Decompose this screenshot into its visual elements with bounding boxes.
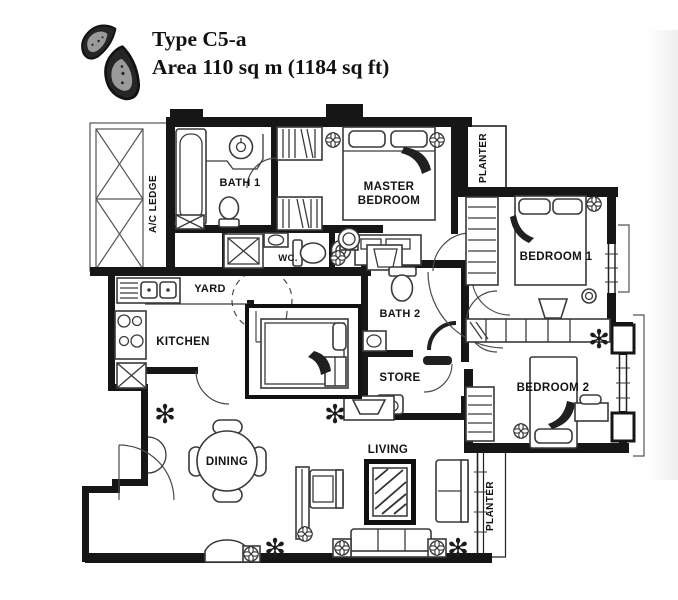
label-kitchen: KITCHEN xyxy=(156,336,210,348)
plant-icon: ✻ xyxy=(447,533,469,563)
scan-shadow xyxy=(648,30,678,480)
ceiling-fan-icon xyxy=(428,539,446,557)
bedroom1-window xyxy=(605,224,630,296)
label-planter-bottom: PLANTER xyxy=(485,481,496,531)
master-wardrobe xyxy=(276,126,323,231)
label-ac-ledge: A/C LEDGE xyxy=(148,175,159,233)
plant-icon: ✻ xyxy=(154,399,176,429)
bedroom2-furniture xyxy=(465,356,609,449)
hall-door-arc xyxy=(427,271,504,349)
ceiling-fan-icon xyxy=(585,195,603,213)
entry-door-arc xyxy=(118,444,175,501)
plan-area-subtitle: Area 110 sq m (1184 sq ft) xyxy=(152,55,389,79)
ceiling-fan-icon xyxy=(296,525,314,543)
yard-kitchen-fixtures xyxy=(114,277,250,389)
ceiling-fan-icon xyxy=(333,539,351,557)
foyer-niche xyxy=(147,436,167,474)
chair-icon xyxy=(537,298,569,319)
master-door-arc xyxy=(432,232,469,272)
ac-ledge-structure xyxy=(89,122,173,272)
ceiling-fan-icon xyxy=(512,422,530,440)
kitchen-door-arc xyxy=(195,370,230,405)
master-bed xyxy=(342,126,436,221)
room-labels: A/C LEDGE BATH 1 MASTER BEDROOM PLANTER … xyxy=(148,133,593,531)
plant-stand-icon xyxy=(337,227,361,251)
toilet-icon xyxy=(218,218,240,228)
plant-icon: ✻ xyxy=(588,324,610,354)
ceiling-fan-icon xyxy=(242,545,260,563)
label-bath2: BATH 2 xyxy=(379,308,420,320)
wc-fixtures xyxy=(223,232,327,269)
basin-icon xyxy=(228,134,254,160)
inset-detail-room xyxy=(245,304,362,399)
plant-icon: ✻ xyxy=(264,533,286,563)
title-block: Type C5-a Area 110 sq m (1184 sq ft) xyxy=(152,27,389,79)
ceiling-fan-icon xyxy=(324,131,342,149)
label-master-line2: BEDROOM xyxy=(358,195,421,207)
bedroom1-furniture xyxy=(465,195,611,343)
label-store: STORE xyxy=(379,372,420,384)
ceiling-fan-icon xyxy=(428,131,446,149)
desk-icon xyxy=(574,402,609,422)
stove-icon xyxy=(114,310,147,360)
basin-icon xyxy=(362,330,387,352)
dining-table-icon xyxy=(196,430,258,492)
dining-set xyxy=(188,419,267,503)
label-dining: DINING xyxy=(206,456,248,468)
plant-icon: ✻ xyxy=(324,399,346,429)
plan-type-title: Type C5-a xyxy=(152,27,247,51)
label-yard: YARD xyxy=(194,283,226,295)
corridor-vanity xyxy=(337,227,403,271)
vase-icon xyxy=(581,288,597,304)
bath2-fixtures xyxy=(362,266,457,352)
label-planter-top: PLANTER xyxy=(478,133,489,183)
label-bedroom2: BEDROOM 2 xyxy=(517,382,590,394)
bedroom2-window xyxy=(616,314,645,457)
bath1-door-arc xyxy=(246,157,278,189)
label-bath1: BATH 1 xyxy=(219,177,260,189)
plants: ✻ ✻ ✻ ✻ ✻ xyxy=(154,324,610,563)
label-master-line1: MASTER xyxy=(364,181,415,193)
label-wc: WC. xyxy=(278,253,298,264)
bath2-door-leaf xyxy=(427,321,457,351)
dresser-counter xyxy=(465,318,611,343)
wardrobe-icon xyxy=(465,196,499,286)
label-bedroom1: BEDROOM 1 xyxy=(520,251,593,263)
label-living: LIVING xyxy=(368,444,408,456)
bay-pillars xyxy=(610,323,636,443)
ceiling-fan-icon xyxy=(329,249,347,267)
store-door-leaf xyxy=(423,356,452,365)
bath1-fixtures xyxy=(175,128,278,230)
